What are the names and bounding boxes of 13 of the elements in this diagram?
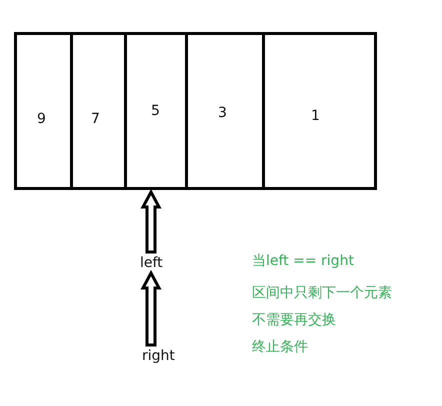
array-cell: 5 (124, 32, 188, 190)
array-cell: 7 (70, 32, 127, 190)
note-text: 当left == right (252, 252, 354, 270)
array-cell: 1 (262, 32, 377, 190)
pointer-label: left (140, 255, 163, 271)
array-cell: 9 (14, 32, 73, 190)
block-arrow (140, 188, 162, 254)
array-cell: 3 (185, 32, 265, 190)
pointer-label: right (142, 348, 175, 364)
note-text: 终止条件 (252, 338, 308, 356)
note-text: 不需要再交换 (252, 311, 336, 329)
note-text: 区间中只剩下一个元素 (252, 284, 392, 302)
block-arrow (140, 270, 162, 346)
